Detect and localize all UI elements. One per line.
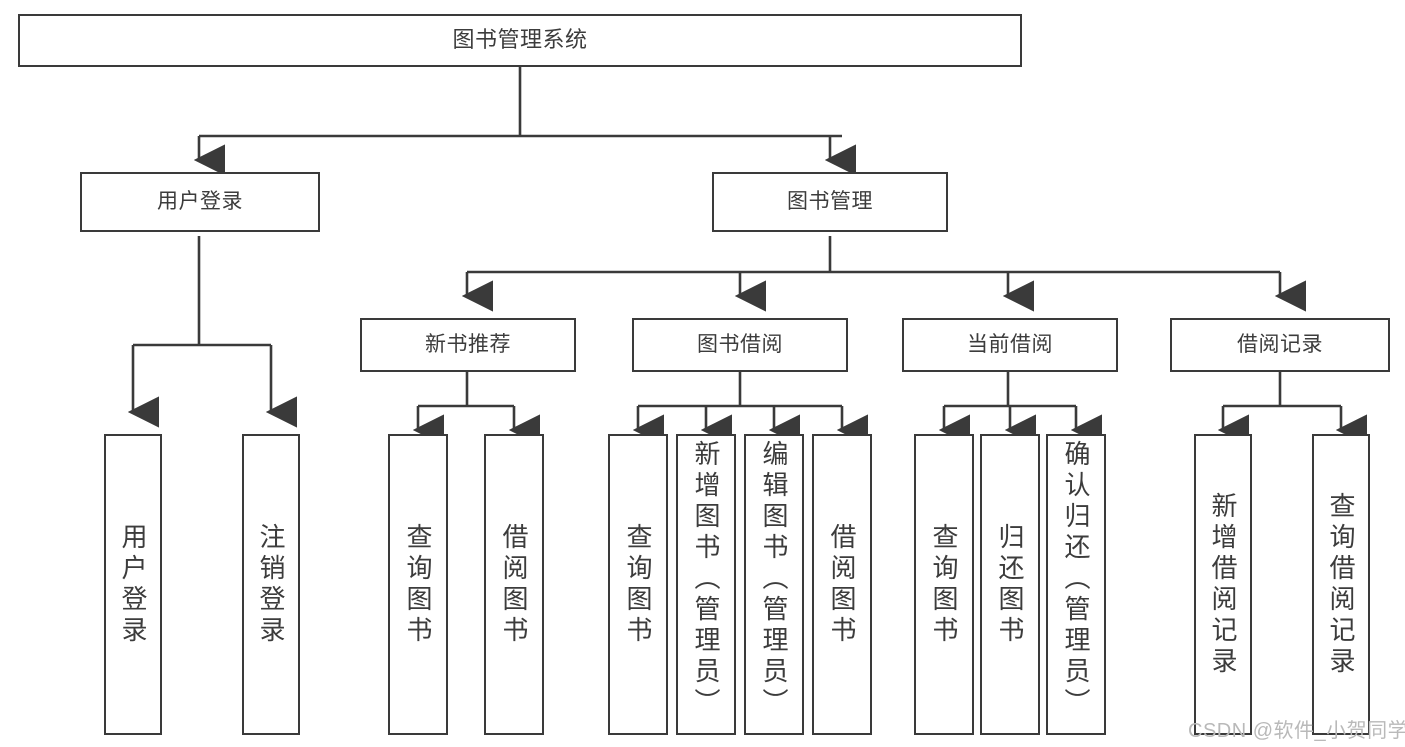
leaf-query-book-2[interactable]: 查询图书 xyxy=(608,434,668,735)
node-book-management[interactable]: 图书管理 xyxy=(712,172,948,232)
leaf-query-book-3-label: 查询图书 xyxy=(929,522,959,647)
node-new-book-recommend[interactable]: 新书推荐 xyxy=(360,318,576,372)
leaf-edit-book[interactable]: 编辑图书（管理员） xyxy=(744,434,804,735)
leaf-edit-book-label: 编辑图书（管理员） xyxy=(759,440,789,719)
leaf-query-record[interactable]: 查询借阅记录 xyxy=(1312,434,1370,735)
node-borrow-record[interactable]: 借阅记录 xyxy=(1170,318,1390,372)
leaf-query-record-label: 查询借阅记录 xyxy=(1326,491,1356,678)
leaf-return-book[interactable]: 归还图书 xyxy=(980,434,1040,735)
leaf-confirm-return-label: 确认归还（管理员） xyxy=(1061,440,1091,719)
node-new-book-recommend-label: 新书推荐 xyxy=(425,333,511,357)
leaf-borrow-book-2[interactable]: 借阅图书 xyxy=(812,434,872,735)
node-user-login[interactable]: 用户登录 xyxy=(80,172,320,232)
leaf-query-book-1-label: 查询图书 xyxy=(403,522,433,647)
node-current-borrow-label: 当前借阅 xyxy=(967,333,1053,357)
leaf-user-logout[interactable]: 注销登录 xyxy=(242,434,300,735)
node-root-label: 图书管理系统 xyxy=(452,27,588,53)
leaf-query-book-3[interactable]: 查询图书 xyxy=(914,434,974,735)
leaf-user-logout-label: 注销登录 xyxy=(256,522,286,647)
leaf-borrow-book-2-label: 借阅图书 xyxy=(827,522,857,647)
leaf-confirm-return[interactable]: 确认归还（管理员） xyxy=(1046,434,1106,735)
node-borrow-record-label: 借阅记录 xyxy=(1237,333,1323,357)
leaf-user-login[interactable]: 用户登录 xyxy=(104,434,162,735)
leaf-query-book-2-label: 查询图书 xyxy=(623,522,653,647)
leaf-return-book-label: 归还图书 xyxy=(995,522,1025,647)
node-user-login-label: 用户登录 xyxy=(157,190,243,214)
leaf-add-record[interactable]: 新增借阅记录 xyxy=(1194,434,1252,735)
node-root[interactable]: 图书管理系统 xyxy=(18,14,1022,67)
leaf-user-login-label: 用户登录 xyxy=(118,522,148,647)
leaf-add-record-label: 新增借阅记录 xyxy=(1208,491,1238,678)
leaf-add-book[interactable]: 新增图书（管理员） xyxy=(676,434,736,735)
node-book-borrow-label: 图书借阅 xyxy=(697,333,783,357)
node-current-borrow[interactable]: 当前借阅 xyxy=(902,318,1118,372)
leaf-borrow-book-1-label: 借阅图书 xyxy=(499,522,529,647)
node-book-borrow[interactable]: 图书借阅 xyxy=(632,318,848,372)
node-book-management-label: 图书管理 xyxy=(787,190,873,214)
leaf-query-book-1[interactable]: 查询图书 xyxy=(388,434,448,735)
leaf-borrow-book-1[interactable]: 借阅图书 xyxy=(484,434,544,735)
leaf-add-book-label: 新增图书（管理员） xyxy=(691,440,721,719)
